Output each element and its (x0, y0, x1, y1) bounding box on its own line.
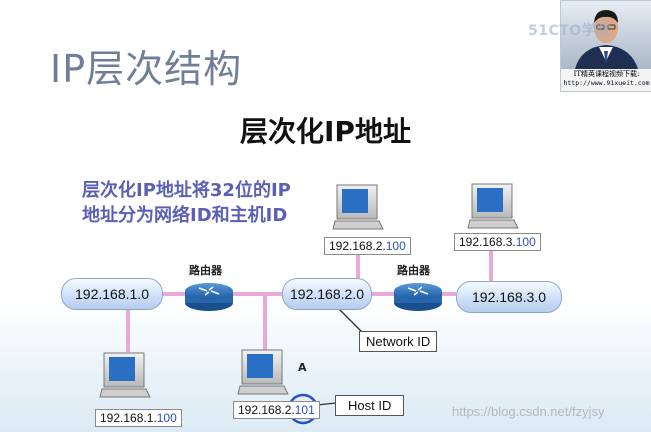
host-ip-host: 101 (294, 403, 315, 417)
host-ip-host: 100 (156, 411, 177, 425)
host-ip-net: 192.168.3. (459, 235, 516, 249)
intro-line-1: 层次化IP地址将32位的IP (82, 180, 291, 201)
slide-title: IP层次结构 (50, 47, 243, 91)
router-icon (394, 283, 442, 311)
network-192-168-2-0: 192.168.2.0 (282, 278, 372, 310)
host-a-label: A (298, 361, 307, 374)
instructor-photo (561, 1, 651, 69)
router-icon (185, 283, 233, 311)
host-id-callout: Host ID (335, 395, 405, 416)
host-ip-label: 192.168.3.100 (454, 233, 541, 251)
source-watermark: https://blog.csdn.net/fzyjsy (452, 404, 605, 419)
logo-caption-1: IT精英课程视频下载: (573, 70, 640, 78)
network-id-callout: Network ID (359, 331, 438, 352)
host-ip-label: 192.168.2.101 (233, 401, 320, 419)
router-label-1: 路由器 (189, 264, 222, 277)
computer-icon (332, 184, 384, 230)
intro-line-2: 地址分为网络ID和主机ID (82, 205, 288, 226)
intro-text: 层次化IP地址将32位的IP 地址分为网络ID和主机ID (82, 178, 322, 228)
computer-icon (99, 352, 151, 398)
host-ip-net: 192.168.2. (238, 403, 295, 417)
host-ip-net: 192.168.1. (100, 411, 157, 425)
network-192-168-1-0: 192.168.1.0 (61, 278, 163, 310)
host-ip-net: 192.168.2. (329, 239, 386, 253)
slide-subtitle: 层次化IP地址 (240, 115, 411, 148)
instructor-logo: IT精英课程视频下载: http://www.91xueit.com (560, 0, 651, 92)
host-ip-label: 192.168.1.100 (95, 409, 182, 427)
host-ip-host: 100 (515, 235, 536, 249)
host-id-pointer (316, 402, 337, 406)
host-ip-host: 100 (385, 239, 406, 253)
network-192-168-3-0: 192.168.3.0 (456, 281, 562, 313)
logo-watermark: 51CTO学院 (528, 23, 611, 39)
host-ip-label: 192.168.2.100 (324, 237, 411, 255)
computer-icon (467, 183, 519, 229)
computer-icon (237, 349, 289, 395)
logo-caption-2: http://www.91xueit.com (563, 79, 650, 87)
router-label-2: 路由器 (397, 264, 430, 277)
